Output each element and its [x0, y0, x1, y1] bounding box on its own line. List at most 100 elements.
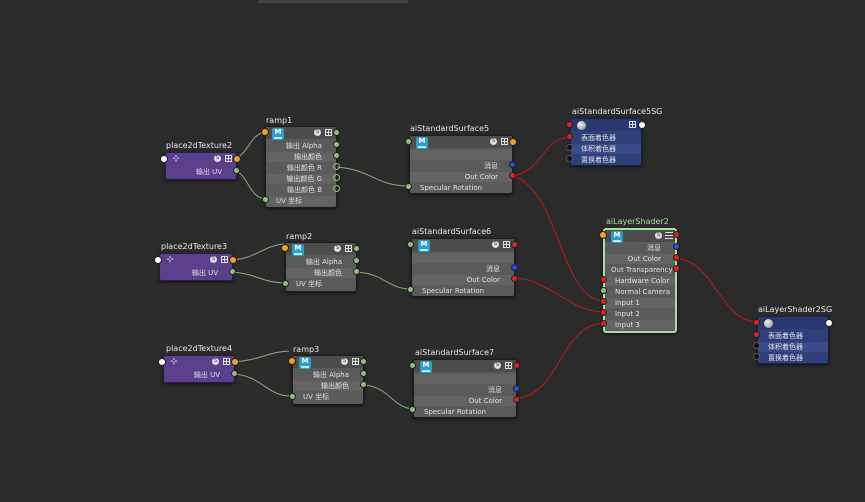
- input-port[interactable]: [160, 155, 168, 163]
- uv-coord-port[interactable]: [282, 280, 289, 287]
- output-port[interactable]: [231, 358, 239, 366]
- grid-icon[interactable]: [352, 358, 359, 365]
- layer-sg-input-port[interactable]: [753, 319, 760, 326]
- surface-shader-port[interactable]: [753, 331, 760, 338]
- out-uv-port[interactable]: [233, 167, 240, 174]
- ai-standard-surface6-node[interactable]: M S 消息 Out Color Specular Rotation: [411, 238, 515, 297]
- grid-icon[interactable]: [503, 241, 510, 248]
- menu-icon[interactable]: [665, 232, 673, 239]
- swatch-toggle-icon[interactable]: S: [341, 358, 348, 365]
- layer-sg-output-port[interactable]: [825, 319, 833, 327]
- grid-icon[interactable]: [501, 138, 508, 145]
- out-transparency-port[interactable]: [673, 265, 680, 272]
- ai-standard-surface5-sg-node[interactable]: 表面着色器 体积着色器 置换着色器: [570, 118, 642, 166]
- output-port[interactable]: [229, 256, 237, 264]
- volume-shader-port[interactable]: [566, 144, 573, 151]
- out-alpha-port[interactable]: [333, 141, 340, 148]
- ai-standard-surface7-node[interactable]: M S 消息 Out Color Specular Rotation: [413, 359, 517, 418]
- place2d2-title: place2dTexture2: [166, 141, 233, 150]
- ss5-output-port[interactable]: [509, 138, 517, 146]
- ramp3-node[interactable]: M S 输出 Alpha 输出颜色 UV 坐标: [292, 355, 364, 405]
- swatch-toggle-icon[interactable]: S: [214, 155, 221, 162]
- specular-rotation-port[interactable]: [409, 406, 416, 413]
- out-color-port[interactable]: [513, 396, 520, 403]
- ss6-output-port[interactable]: [511, 241, 518, 248]
- ai-layer-shader2-sg-node[interactable]: 表面着色器 体积着色器 置换着色器: [757, 316, 829, 364]
- out-uv-port[interactable]: [229, 268, 236, 275]
- swatch-toggle-icon[interactable]: S: [494, 362, 501, 369]
- out-color-port[interactable]: [509, 172, 516, 179]
- message-port[interactable]: [673, 243, 680, 250]
- layer-input-port[interactable]: [599, 231, 607, 239]
- normal-camera-port[interactable]: [600, 287, 607, 294]
- swatch-toggle-icon[interactable]: S: [492, 241, 499, 248]
- out-color-r-port[interactable]: [333, 163, 340, 170]
- message-port[interactable]: [511, 264, 518, 271]
- out-color-b-port[interactable]: [333, 185, 340, 192]
- ss7-output-port[interactable]: [513, 362, 520, 369]
- swatch-toggle-icon[interactable]: S: [210, 256, 217, 263]
- ramp3-output-port[interactable]: [360, 358, 367, 365]
- grid-icon[interactable]: [629, 121, 636, 128]
- displacement-shader-port[interactable]: [753, 353, 760, 360]
- ss7-input-port[interactable]: [409, 362, 416, 369]
- uv-coord-port[interactable]: [289, 393, 296, 400]
- place2d-texture4-node[interactable]: ⊹ S 输出 UV: [163, 355, 235, 383]
- out-alpha-port[interactable]: [353, 257, 360, 264]
- place2d-texture2-node[interactable]: ⊹ S 输出 UV: [165, 152, 237, 180]
- attr-out-transparency: Out Transparency: [611, 266, 673, 274]
- specular-rotation-port[interactable]: [405, 183, 412, 190]
- output-port[interactable]: [233, 155, 241, 163]
- ai-standard-surface5-node[interactable]: M S 消息 Out Color Specular Rotation: [409, 135, 513, 194]
- hardware-color-port[interactable]: [600, 276, 607, 283]
- out-color-port[interactable]: [360, 381, 367, 388]
- ramp2-input-port[interactable]: [281, 244, 289, 252]
- swatch-toggle-icon[interactable]: S: [212, 358, 219, 365]
- out-color-g-port[interactable]: [333, 174, 340, 181]
- place2d-texture3-node[interactable]: ⊹ S 输出 UV: [159, 253, 233, 281]
- ramp2-node[interactable]: M S 输出 Alpha 输出颜色 UV 坐标: [285, 242, 357, 292]
- ramp1-output-port[interactable]: [333, 129, 340, 136]
- grid-icon[interactable]: [221, 256, 228, 263]
- grid-icon[interactable]: [223, 358, 230, 365]
- grid-icon[interactable]: [325, 129, 332, 136]
- swatch-toggle-icon[interactable]: S: [655, 232, 662, 239]
- ramp1-input-port[interactable]: [261, 128, 269, 136]
- out-color-port[interactable]: [333, 152, 340, 159]
- grid-icon[interactable]: [505, 362, 512, 369]
- surface-shader-port[interactable]: [566, 133, 573, 140]
- swatch-toggle-icon[interactable]: S: [490, 138, 497, 145]
- ss5-input-port[interactable]: [405, 138, 412, 145]
- out-color-port[interactable]: [511, 275, 518, 282]
- message-port[interactable]: [509, 161, 516, 168]
- ss5-title: aiStandardSurface5: [410, 124, 490, 133]
- grid-icon[interactable]: [225, 155, 232, 162]
- input-3-port[interactable]: [600, 320, 607, 327]
- ramp-icon: M: [292, 244, 304, 256]
- sg5-input-port[interactable]: [566, 121, 573, 128]
- out-color-port[interactable]: [353, 268, 360, 275]
- ramp2-output-port[interactable]: [353, 245, 360, 252]
- attr-uv-coord: UV 坐标: [303, 393, 330, 401]
- out-color-port[interactable]: [673, 254, 680, 261]
- sg5-output-port[interactable]: [638, 121, 646, 129]
- ss6-input-port[interactable]: [407, 241, 414, 248]
- layer-output-port[interactable]: [673, 231, 680, 238]
- swatch-toggle-icon[interactable]: S: [334, 245, 341, 252]
- message-port[interactable]: [513, 385, 520, 392]
- ramp3-input-port[interactable]: [288, 357, 296, 365]
- specular-rotation-port[interactable]: [407, 286, 414, 293]
- input-1-port[interactable]: [600, 298, 607, 305]
- grid-icon[interactable]: [345, 245, 352, 252]
- ramp1-node[interactable]: M S 输出 Alpha 输出颜色 输出颜色 R 输出颜色 G 输出颜色 B U…: [265, 126, 337, 208]
- swatch-toggle-icon[interactable]: S: [314, 129, 321, 136]
- out-uv-port[interactable]: [231, 370, 238, 377]
- volume-shader-port[interactable]: [753, 342, 760, 349]
- ai-layer-shader2-node[interactable]: M S 消息 Out Color Out Transparency Hardwa…: [603, 228, 677, 333]
- displacement-shader-port[interactable]: [566, 155, 573, 162]
- out-alpha-port[interactable]: [360, 370, 367, 377]
- uv-coord-port[interactable]: [262, 196, 269, 203]
- input-port[interactable]: [158, 358, 166, 366]
- input-2-port[interactable]: [600, 309, 607, 316]
- input-port[interactable]: [154, 256, 162, 264]
